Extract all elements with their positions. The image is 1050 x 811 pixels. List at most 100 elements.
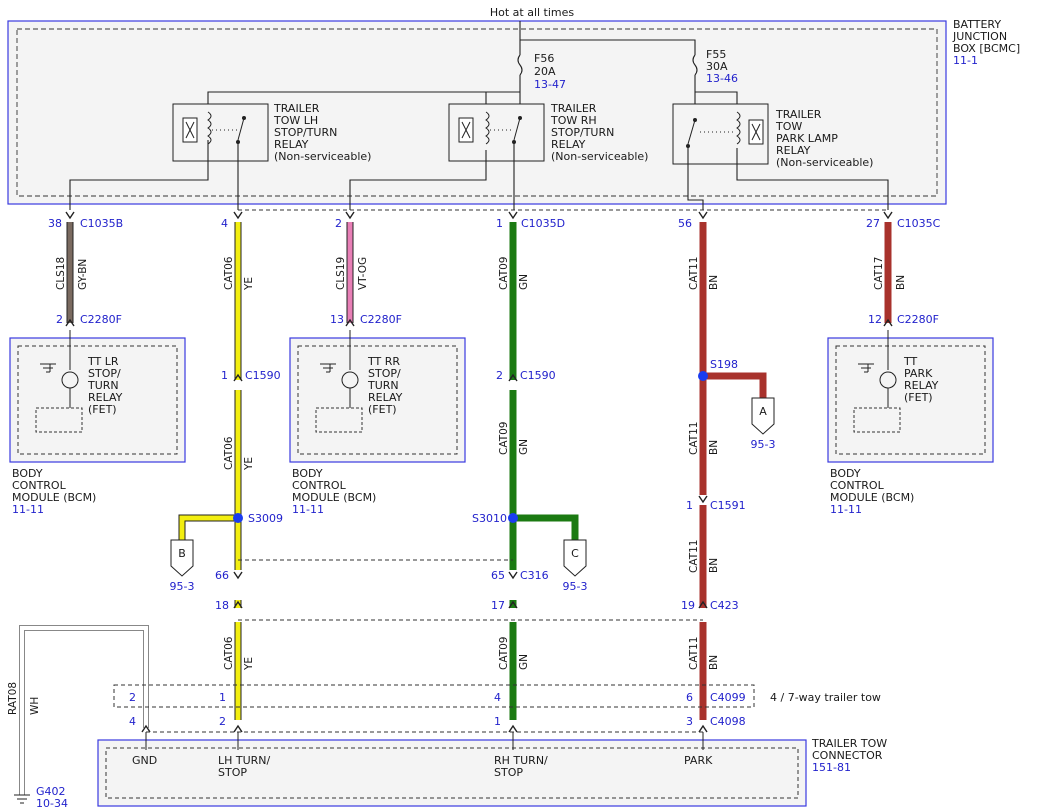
wire-cat06-circuit-3: CAT06 bbox=[223, 636, 235, 670]
wire-cat11 bbox=[699, 222, 767, 720]
bcm-rr-name-3: MODULE (BCM) bbox=[292, 491, 376, 504]
bcm-park-fet-1: TT bbox=[903, 355, 918, 368]
conn-c423: C423 bbox=[710, 599, 739, 612]
bcm-park-ref[interactable]: 11-11 bbox=[830, 503, 862, 516]
bcm-lr-ref[interactable]: 11-11 bbox=[12, 503, 44, 516]
bcm-box-lr bbox=[9, 330, 186, 463]
bcm-rr-name-2: CONTROL bbox=[292, 479, 347, 492]
pin-c1035d: 1 bbox=[496, 217, 503, 230]
pin-c1590-gn: 2 bbox=[496, 369, 503, 382]
relay-lh-l3: STOP/TURN bbox=[274, 126, 337, 139]
wire-cls18-color: GY-BN bbox=[77, 259, 89, 290]
wire-rat08-color: WH bbox=[29, 697, 41, 715]
ground-icon bbox=[14, 794, 30, 804]
bcmc-inner bbox=[16, 28, 938, 197]
offpage-connectors bbox=[170, 397, 775, 577]
splice-s3010 bbox=[508, 513, 518, 523]
wire-cat09-circuit-2: CAT09 bbox=[498, 422, 510, 455]
wire-cat06-color-1: YE bbox=[243, 277, 255, 291]
f55-ref[interactable]: 13-46 bbox=[706, 72, 738, 85]
relay-park bbox=[672, 103, 769, 165]
bcm-lr-fet-4: RELAY bbox=[88, 391, 123, 404]
bcm-lr-fet-3: TURN bbox=[87, 379, 119, 392]
offpage-a-letter: A bbox=[759, 405, 767, 418]
f56-rating: 20A bbox=[534, 65, 556, 78]
relay-rh bbox=[448, 103, 545, 162]
bcm-rr-ref[interactable]: 11-11 bbox=[292, 503, 324, 516]
s3009-label: S3009 bbox=[248, 512, 283, 525]
relay-rh-l5: (Non-serviceable) bbox=[551, 150, 648, 163]
splice-s198 bbox=[698, 371, 708, 381]
s3010-label: S3010 bbox=[472, 512, 507, 525]
relay-park-l5: (Non-serviceable) bbox=[776, 156, 873, 169]
ground-ref[interactable]: 10-34 bbox=[36, 797, 68, 810]
wire-cat11-color-3: BN bbox=[708, 558, 720, 573]
pin-c1590-ye: 1 bbox=[221, 369, 228, 382]
bcm-rr-fet-4: RELAY bbox=[368, 391, 403, 404]
relay-lh-l1: TRAILER bbox=[273, 102, 320, 115]
wire-cat11-circuit-1: CAT11 bbox=[688, 257, 700, 290]
bcmc-internal-wiring bbox=[69, 140, 889, 210]
bcm-park-name-2: CONTROL bbox=[830, 479, 885, 492]
bcm-rr-fet-1: TT RR bbox=[367, 355, 400, 368]
offpage-b-ref[interactable]: 95-3 bbox=[170, 580, 195, 593]
pin-c1035-cat06: 4 bbox=[221, 217, 228, 230]
wire-cls19-color: VT-OG bbox=[357, 257, 369, 290]
trailer-connector-leads bbox=[145, 732, 704, 750]
c4099-box bbox=[113, 684, 755, 708]
conn-c1035d: C1035D bbox=[521, 217, 565, 230]
connector-arrows bbox=[65, 211, 893, 733]
pin-c4099-gnd: 2 bbox=[129, 691, 136, 704]
bcm-park-name-1: BODY bbox=[830, 467, 861, 480]
relay-park-l4: RELAY bbox=[776, 144, 811, 157]
s198-label: S198 bbox=[710, 358, 738, 371]
trailer-term-lh-1: LH TURN/ bbox=[218, 754, 271, 767]
bcm-park-name-3: MODULE (BCM) bbox=[830, 491, 914, 504]
bcm-box-park bbox=[827, 330, 994, 463]
relay-rh-l4: RELAY bbox=[551, 138, 586, 151]
conn-c2280-cat17: C2280F bbox=[897, 313, 939, 326]
bcm-lr-name-2: CONTROL bbox=[12, 479, 67, 492]
pin-c2280-cat17: 12 bbox=[868, 313, 882, 326]
offpage-c-ref[interactable]: 95-3 bbox=[563, 580, 588, 593]
conn-c1035c: C1035C bbox=[897, 217, 941, 230]
relay-park-l3: PARK LAMP bbox=[776, 132, 838, 145]
conn-c1590-gn: C1590 bbox=[520, 369, 556, 382]
f56-ref[interactable]: 13-47 bbox=[534, 78, 566, 91]
offpage-c-letter: C bbox=[571, 547, 579, 560]
relay-rh-l2: TOW RH bbox=[550, 114, 597, 127]
wire-cls18-circuit: CLS18 bbox=[55, 257, 67, 290]
bcmc-ref[interactable]: 11-1 bbox=[953, 54, 978, 67]
pin-c423-bn: 19 bbox=[681, 599, 695, 612]
wire-cat17-circuit: CAT17 bbox=[873, 257, 885, 290]
trailer-term-rh-1: RH TURN/ bbox=[494, 754, 548, 767]
pin-c316-gn: 65 bbox=[491, 569, 505, 582]
wire-cat09-color-2: GN bbox=[518, 439, 530, 455]
bcm-park-fet-2: PARK bbox=[904, 367, 933, 380]
wire-cat09-circuit-3: CAT09 bbox=[498, 637, 510, 670]
relay-park-l1: TRAILER bbox=[775, 108, 822, 121]
bcm-rr-fet-2: STOP/ bbox=[368, 367, 401, 380]
pin-c316-ye: 66 bbox=[215, 569, 229, 582]
f56-name: F56 bbox=[534, 52, 554, 65]
offpage-a-ref[interactable]: 95-3 bbox=[751, 438, 776, 451]
conn-c1035b: C1035B bbox=[80, 217, 123, 230]
trailer-connector-inner bbox=[105, 747, 799, 799]
pin-c2280-cls18: 2 bbox=[56, 313, 63, 326]
pin-c4098-bn: 3 bbox=[686, 715, 693, 728]
pin-c1035-cls19: 2 bbox=[335, 217, 342, 230]
trailer-term-rh-2: STOP bbox=[494, 766, 523, 779]
relay-rh-l3: STOP/TURN bbox=[551, 126, 614, 139]
conn-c1591: C1591 bbox=[710, 499, 746, 512]
splice-s3009 bbox=[233, 513, 243, 523]
pin-c4099-ye: 1 bbox=[219, 691, 226, 704]
bcmc-name-2: JUNCTION bbox=[952, 30, 1007, 43]
f55-rating: 30A bbox=[706, 60, 728, 73]
trailer-ref[interactable]: 151-81 bbox=[812, 761, 851, 774]
wire-rat08 bbox=[19, 625, 149, 795]
trailer-name-2: CONNECTOR bbox=[812, 749, 883, 762]
ground-name: G402 bbox=[36, 785, 66, 798]
bcm-lr-name-3: MODULE (BCM) bbox=[12, 491, 96, 504]
wire-cat11-color-1: BN bbox=[708, 275, 720, 290]
pin-c2280-cls19: 13 bbox=[330, 313, 344, 326]
